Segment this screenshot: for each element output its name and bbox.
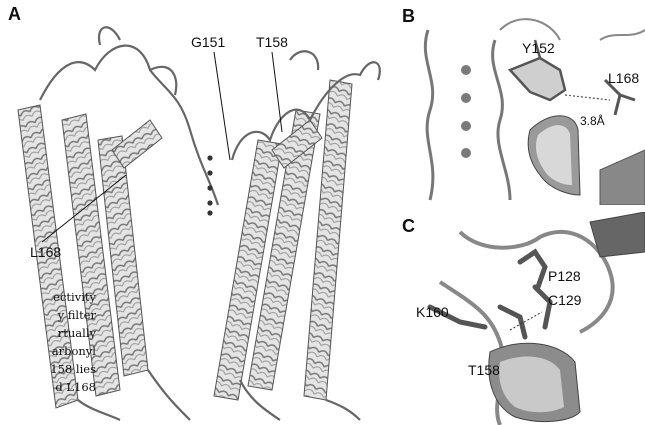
caption-line: ectivity xyxy=(0,288,96,306)
panel-a: A G151 T158 L168 ectivity y filter rtual… xyxy=(0,0,400,425)
ion xyxy=(461,65,471,75)
helix-left-pore xyxy=(112,120,162,168)
residue-label-y152: Y152 xyxy=(522,40,555,56)
caption-line: d L168 xyxy=(0,378,96,396)
panel-b: B Y152 L168 3.8Å xyxy=(400,0,645,205)
leader-t158 xyxy=(272,52,282,132)
helix-b-right xyxy=(600,150,645,205)
right-subunit xyxy=(214,51,380,420)
residue-label-p128: P128 xyxy=(548,268,581,284)
ion xyxy=(207,170,212,175)
backbone-top xyxy=(500,19,645,40)
panel-c: C P128 C129 K160 T158 xyxy=(400,212,645,425)
caption-line: 158 lies xyxy=(0,360,96,378)
ion xyxy=(461,93,471,103)
residue-label-k160: K160 xyxy=(416,304,449,320)
backbone-left xyxy=(425,30,433,200)
ion xyxy=(207,155,212,160)
caption-line: arbonyl xyxy=(0,342,96,360)
residue-label-l168: L168 xyxy=(608,70,639,86)
residue-label-l168: L168 xyxy=(30,244,61,260)
panel-b-label: B xyxy=(402,6,415,27)
leader-g151 xyxy=(214,52,230,160)
panel-a-label: A xyxy=(8,4,21,25)
ion xyxy=(207,185,212,190)
panel-b-structure xyxy=(400,0,645,205)
residue-label-g151: G151 xyxy=(191,34,225,50)
distance-label: 3.8Å xyxy=(580,114,605,128)
residue-label-t158: T158 xyxy=(256,34,288,50)
residue-label-t158: T158 xyxy=(468,362,500,378)
helix-c-top xyxy=(590,212,645,257)
ion xyxy=(207,200,212,205)
panel-c-label: C xyxy=(402,216,415,237)
residue-label-c129: C129 xyxy=(548,292,581,308)
ion xyxy=(461,148,471,158)
ion xyxy=(461,121,471,131)
ion xyxy=(207,210,212,215)
caption-line: rtually xyxy=(0,324,96,342)
caption-fragment: ectivity y filter rtually arbonyl 158 li… xyxy=(0,288,96,396)
distance-line xyxy=(565,95,610,100)
caption-line: y filter xyxy=(0,306,96,324)
backbone-center xyxy=(493,40,510,200)
